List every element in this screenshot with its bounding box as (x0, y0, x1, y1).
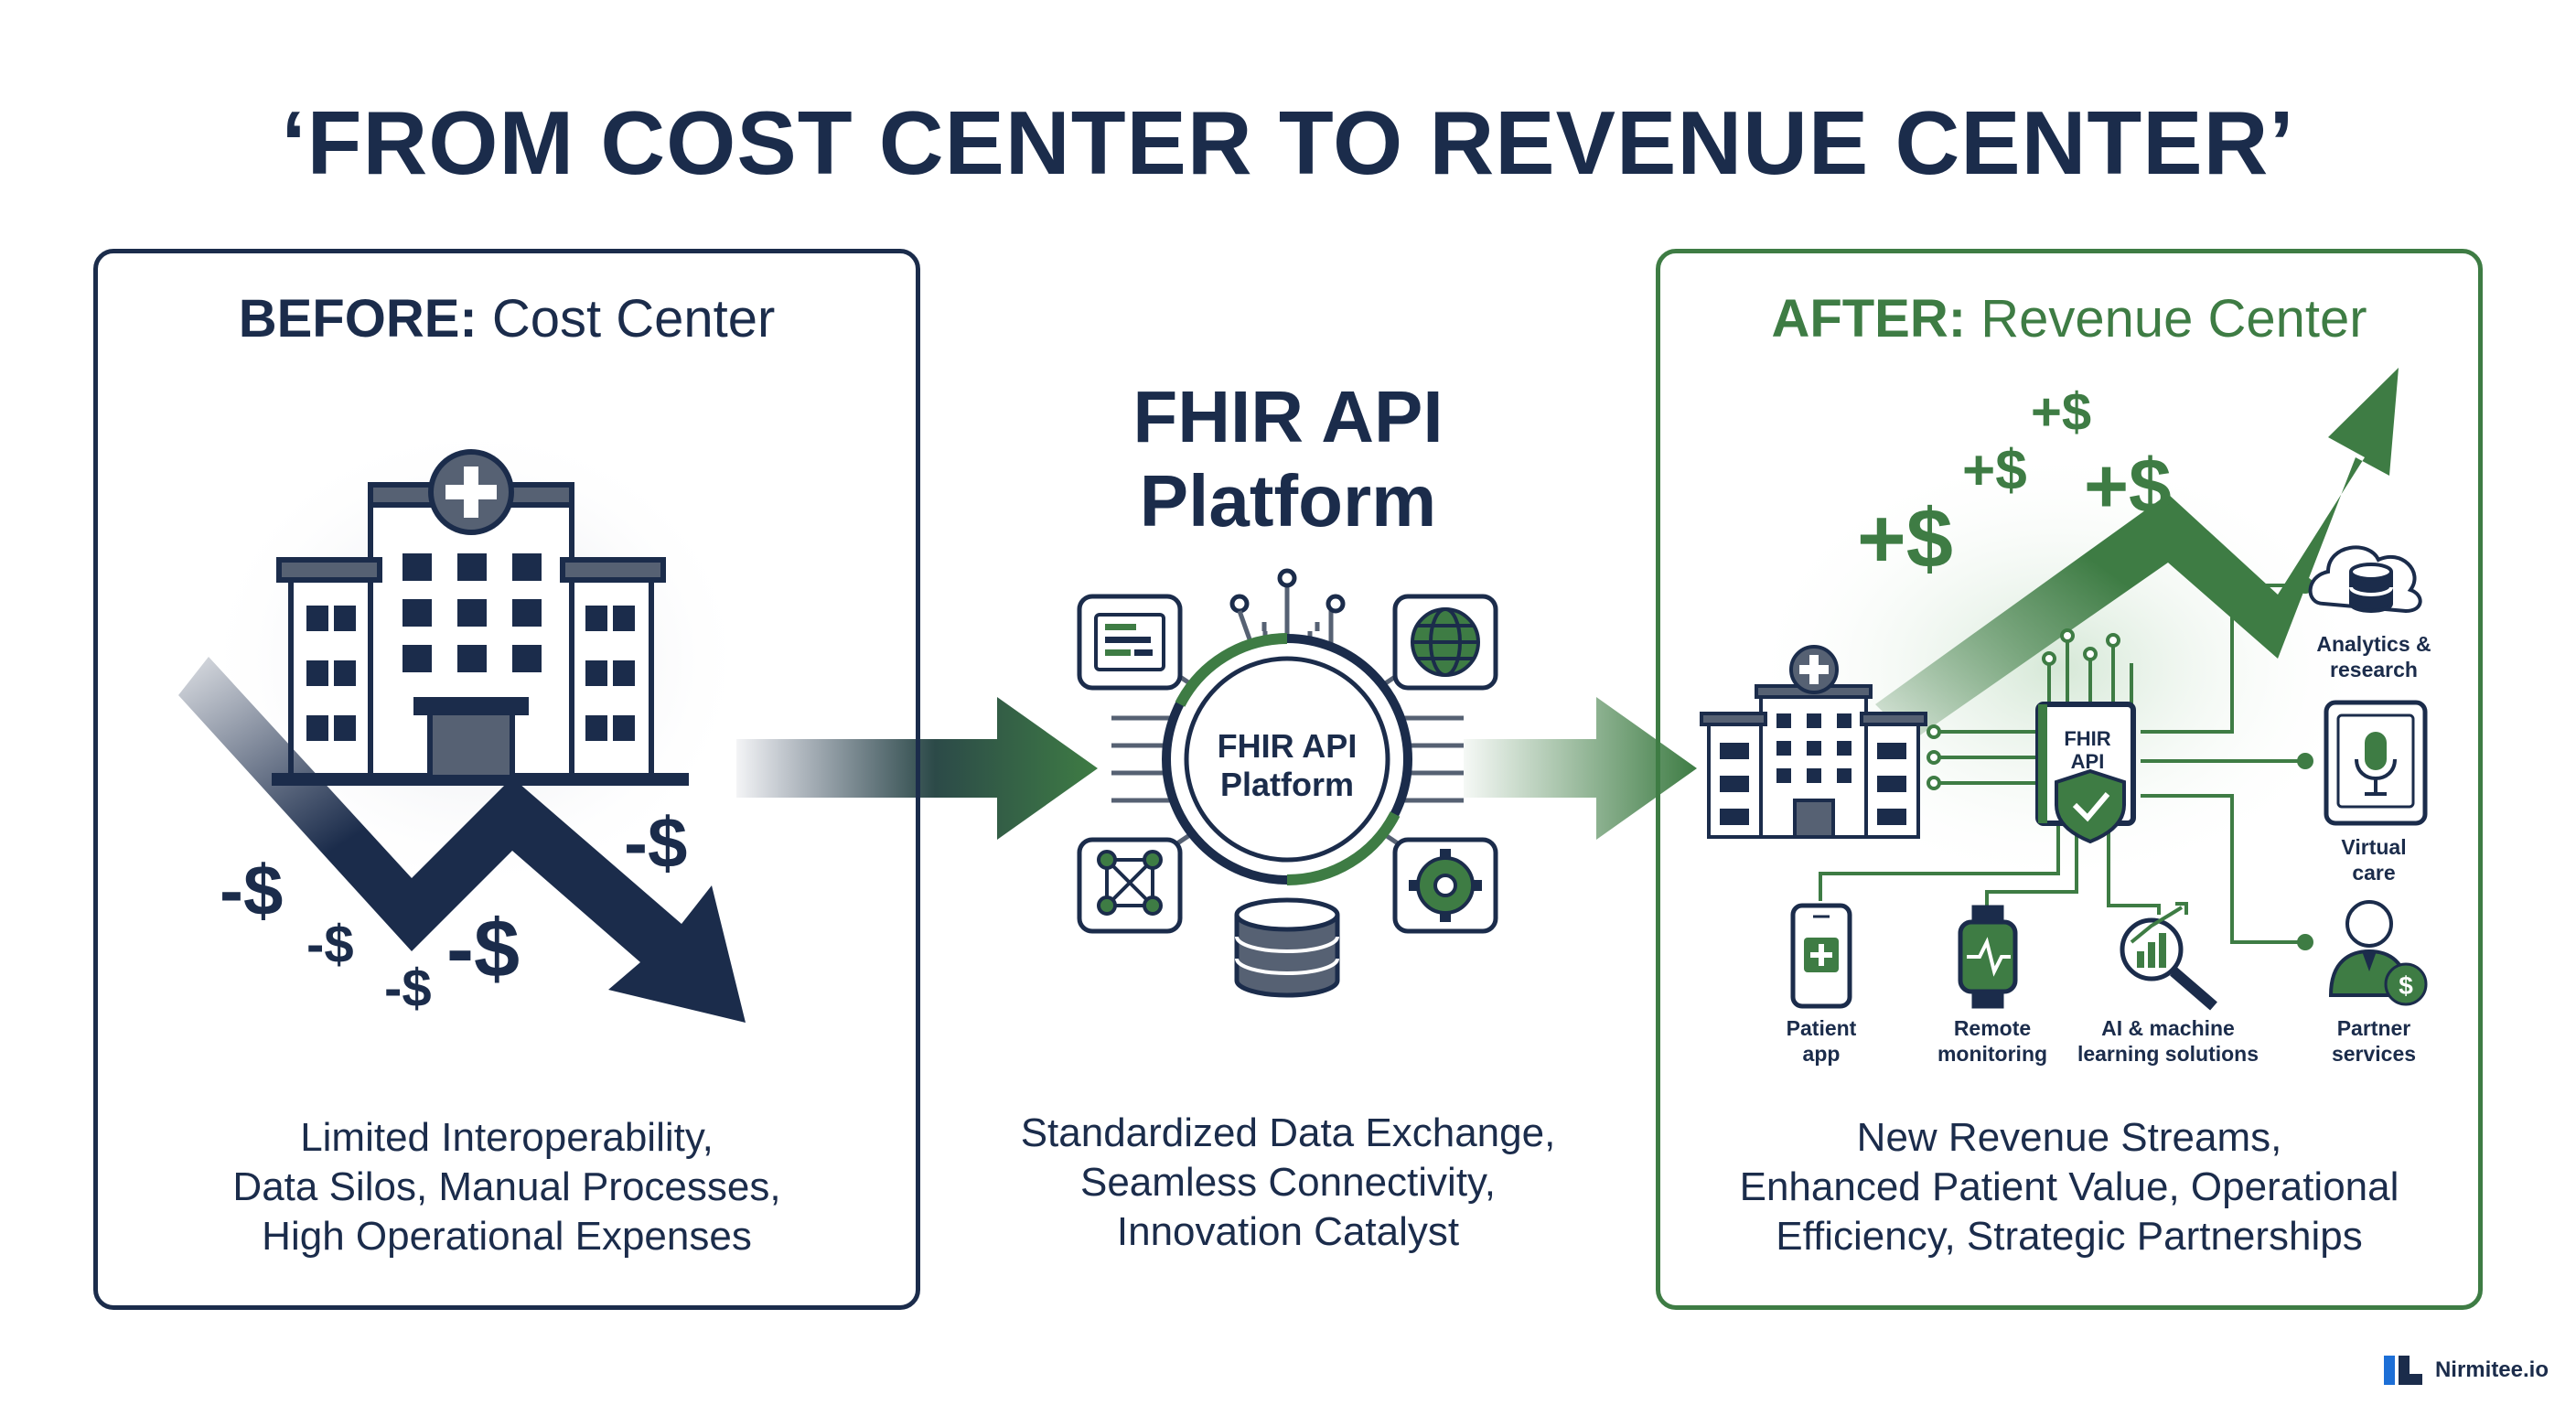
downward-trend-arrow (178, 657, 746, 1023)
partner-person-icon: $ (2328, 900, 2428, 1006)
center-title: FHIR API Platform (1012, 375, 1564, 543)
hospital-windows (306, 553, 635, 741)
api-box-label-line2: API (2071, 750, 2105, 773)
loss-symbol: -$ (624, 802, 687, 883)
loss-symbol: -$ (446, 904, 520, 995)
hub-label-line2: Platform (1220, 766, 1354, 803)
svg-text:$: $ (2399, 971, 2413, 1000)
center-description-line: Seamless Connectivity, (1079, 1160, 1497, 1205)
after-description-line: New Revenue Streams, (1856, 1115, 2282, 1160)
after-heading: AFTER: Revenue Center (1771, 289, 2367, 349)
center-title-line: FHIR API (1132, 376, 1444, 457)
after-description-line: Efficiency, Strategic Partnerships (1776, 1214, 2363, 1259)
gain-symbol: +$ (1962, 439, 2027, 502)
flow-arrow-right (1464, 697, 1697, 840)
before-heading: BEFORE: Cost Center (238, 289, 776, 349)
cloud-database-icon (2308, 545, 2422, 614)
gain-symbol: +$ (2031, 382, 2091, 442)
center-title-line: Platform (1139, 460, 1437, 542)
magnifier-chart-icon (2120, 902, 2217, 1011)
center-description: Standardized Data Exchange, Seamless Con… (966, 1109, 1610, 1257)
gear-icon (1409, 849, 1482, 922)
before-description-line: Limited Interoperability, (300, 1115, 714, 1160)
center-description-line: Innovation Catalyst (1116, 1209, 1460, 1254)
database-icon (1234, 897, 1340, 998)
smartwatch-heartbeat-icon (1958, 905, 2018, 1009)
hub-label-line1: FHIR API (1218, 727, 1358, 765)
after-description: New Revenue Streams, Enhanced Patient Va… (1660, 1113, 2478, 1261)
after-description-line: Enhanced Patient Value, Operational (1739, 1164, 2399, 1209)
brand-name: Nirmitee.io (2434, 1357, 2549, 1382)
before-description-line: High Operational Expenses (262, 1214, 752, 1259)
after-panel: AFTER: Revenue Center New Revenue Stream… (1656, 249, 2483, 1310)
network-nodes-icon (1097, 850, 1163, 916)
small-hospital-icon (1700, 645, 1927, 839)
loss-symbol: -$ (220, 850, 283, 930)
gain-symbol: +$ (2084, 443, 2172, 529)
brand-mark-icon (2383, 1356, 2422, 1385)
before-panel: BEFORE: Cost Center Limited Interoperabi… (93, 249, 920, 1310)
brand-logo: Nirmitee.io (2383, 1356, 2549, 1385)
page-title: ‘FROM COST CENTER TO REVENUE CENTER’ (281, 92, 2295, 193)
tablet-microphone-icon (2324, 700, 2428, 826)
center-description-line: Standardized Data Exchange, (1020, 1110, 1556, 1155)
before-description-line: Data Silos, Manual Processes, (232, 1164, 781, 1209)
globe-icon (1411, 607, 1480, 677)
fhir-api-box (2035, 702, 2136, 844)
loss-symbol: -$ (384, 959, 432, 1018)
phone-medical-icon (1790, 903, 1852, 1009)
document-list-icon (1094, 613, 1165, 671)
service-label-analytics: Analytics &research (2316, 632, 2431, 681)
hospital-building-icon (272, 449, 689, 786)
loss-symbol: -$ (306, 915, 354, 974)
before-description: Limited Interoperability, Data Silos, Ma… (98, 1113, 916, 1261)
gain-symbol: +$ (1857, 492, 1953, 585)
upward-trend-arrow (1875, 368, 2399, 741)
api-box-label-line1: FHIR (2064, 727, 2110, 750)
